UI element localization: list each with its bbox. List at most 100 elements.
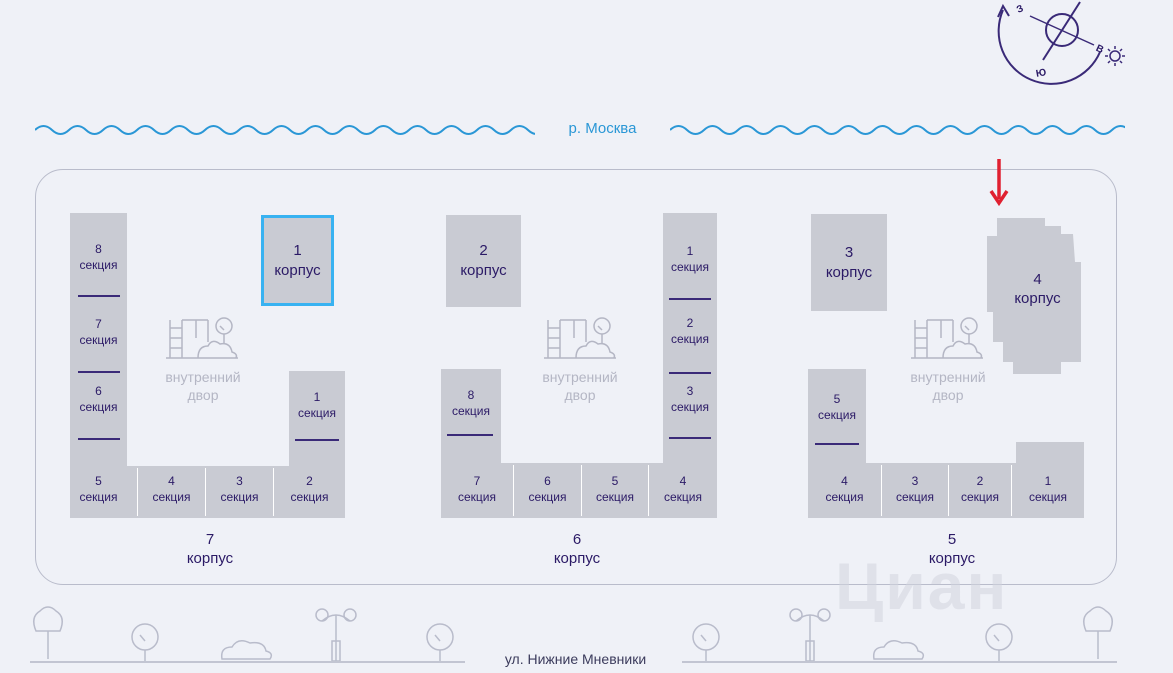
building-6-wing [663,213,717,518]
section-word: секция [152,490,191,504]
section-word: секция [664,490,702,504]
section-7-4[interactable]: 4 секция [138,472,205,506]
section-word: секция [896,490,934,504]
building-word: корпус [1014,290,1061,307]
playground-icon [911,317,983,359]
divider [1011,465,1012,516]
section-number: 2 [686,316,694,330]
section-number: 6 [95,384,102,398]
section-number: 1 [1044,474,1052,488]
building-number: 1 [293,241,302,259]
building-6-base [441,463,663,518]
yard-line-1: внутренний [542,369,618,385]
section-word: секция [79,333,118,347]
section-number: 8 [467,388,475,402]
section-number: 6 [544,474,551,488]
section-number: 1 [686,244,694,258]
divider [669,372,711,374]
section-word: секция [596,490,634,504]
section-word: секция [671,332,709,346]
section-number: 7 [95,317,102,331]
building-2-tower[interactable]: 2 корпус [446,215,521,307]
section-word: секция [452,404,490,418]
section-number: 4 [841,474,848,488]
section-5-5[interactable]: 5 секция [808,390,866,424]
section-word: секция [458,490,496,504]
section-number: 5 [611,474,619,488]
building-number: 7 [205,531,215,548]
building-number: 6 [572,531,582,548]
section-6-8[interactable]: 8 секция [441,386,501,420]
building-word: корпус [186,550,234,567]
building-3-tower[interactable]: 3 корпус [811,214,887,311]
section-5-3[interactable]: 3 секция [882,472,948,506]
building-7-wing [70,213,127,518]
section-7-3[interactable]: 3 секция [206,472,273,506]
section-number: 1 [313,390,321,404]
divider [137,468,138,516]
pointer-arrow-icon [989,159,1009,207]
compass-icon [997,1,1125,85]
street-line-right [682,661,1117,663]
divider [78,295,120,297]
building-word: корпус [274,261,321,279]
building-6-end [441,369,501,463]
building-word: корпус [553,550,601,567]
section-word: секция [290,490,329,504]
section-6-5[interactable]: 5 секция [582,472,648,506]
section-number: 5 [95,474,102,488]
building-4-shape[interactable] [983,212,1083,377]
section-word: секция [220,490,259,504]
section-7-7[interactable]: 7 секция [70,315,127,349]
section-word: секция [671,400,709,414]
building-1-tower[interactable]: 1 корпус [261,215,334,306]
playground-icon [166,317,238,359]
yard-line-2: двор [187,387,219,403]
section-number: 2 [306,474,313,488]
divider [948,465,949,516]
section-6-2[interactable]: 2 секция [663,314,717,348]
yard-line-1: внутренний [165,369,241,385]
yard-line-1: внутренний [910,369,986,385]
building-5-base [866,463,1023,518]
section-word: секция [961,490,999,504]
section-5-1[interactable]: 1 секция [1012,472,1084,506]
building-number: 5 [947,531,957,548]
building-7-end [289,371,345,466]
yard-line-2: двор [564,387,596,403]
building-number: 2 [479,242,488,259]
section-word: секция [79,490,118,504]
divider [648,465,649,516]
building-number: 3 [844,243,854,261]
section-7-5[interactable]: 5 секция [70,472,127,506]
section-number: 3 [236,474,243,488]
section-word: секция [818,408,856,422]
building-7-base [127,466,345,518]
divider [815,443,859,445]
inner-yard-label: внутренний двор [890,368,1006,404]
divider [669,437,711,439]
section-word: секция [1029,490,1067,504]
section-number: 8 [95,242,102,256]
building-6-label: 6 корпус [537,530,617,568]
section-number: 4 [168,474,175,488]
compass-south-label: Ю [1035,67,1048,80]
river-wave-right [670,125,1125,135]
divider [881,465,882,516]
section-7-2[interactable]: 2 секция [274,472,345,506]
section-number: 3 [911,474,919,488]
section-number: 5 [833,392,841,406]
divider [78,371,120,373]
